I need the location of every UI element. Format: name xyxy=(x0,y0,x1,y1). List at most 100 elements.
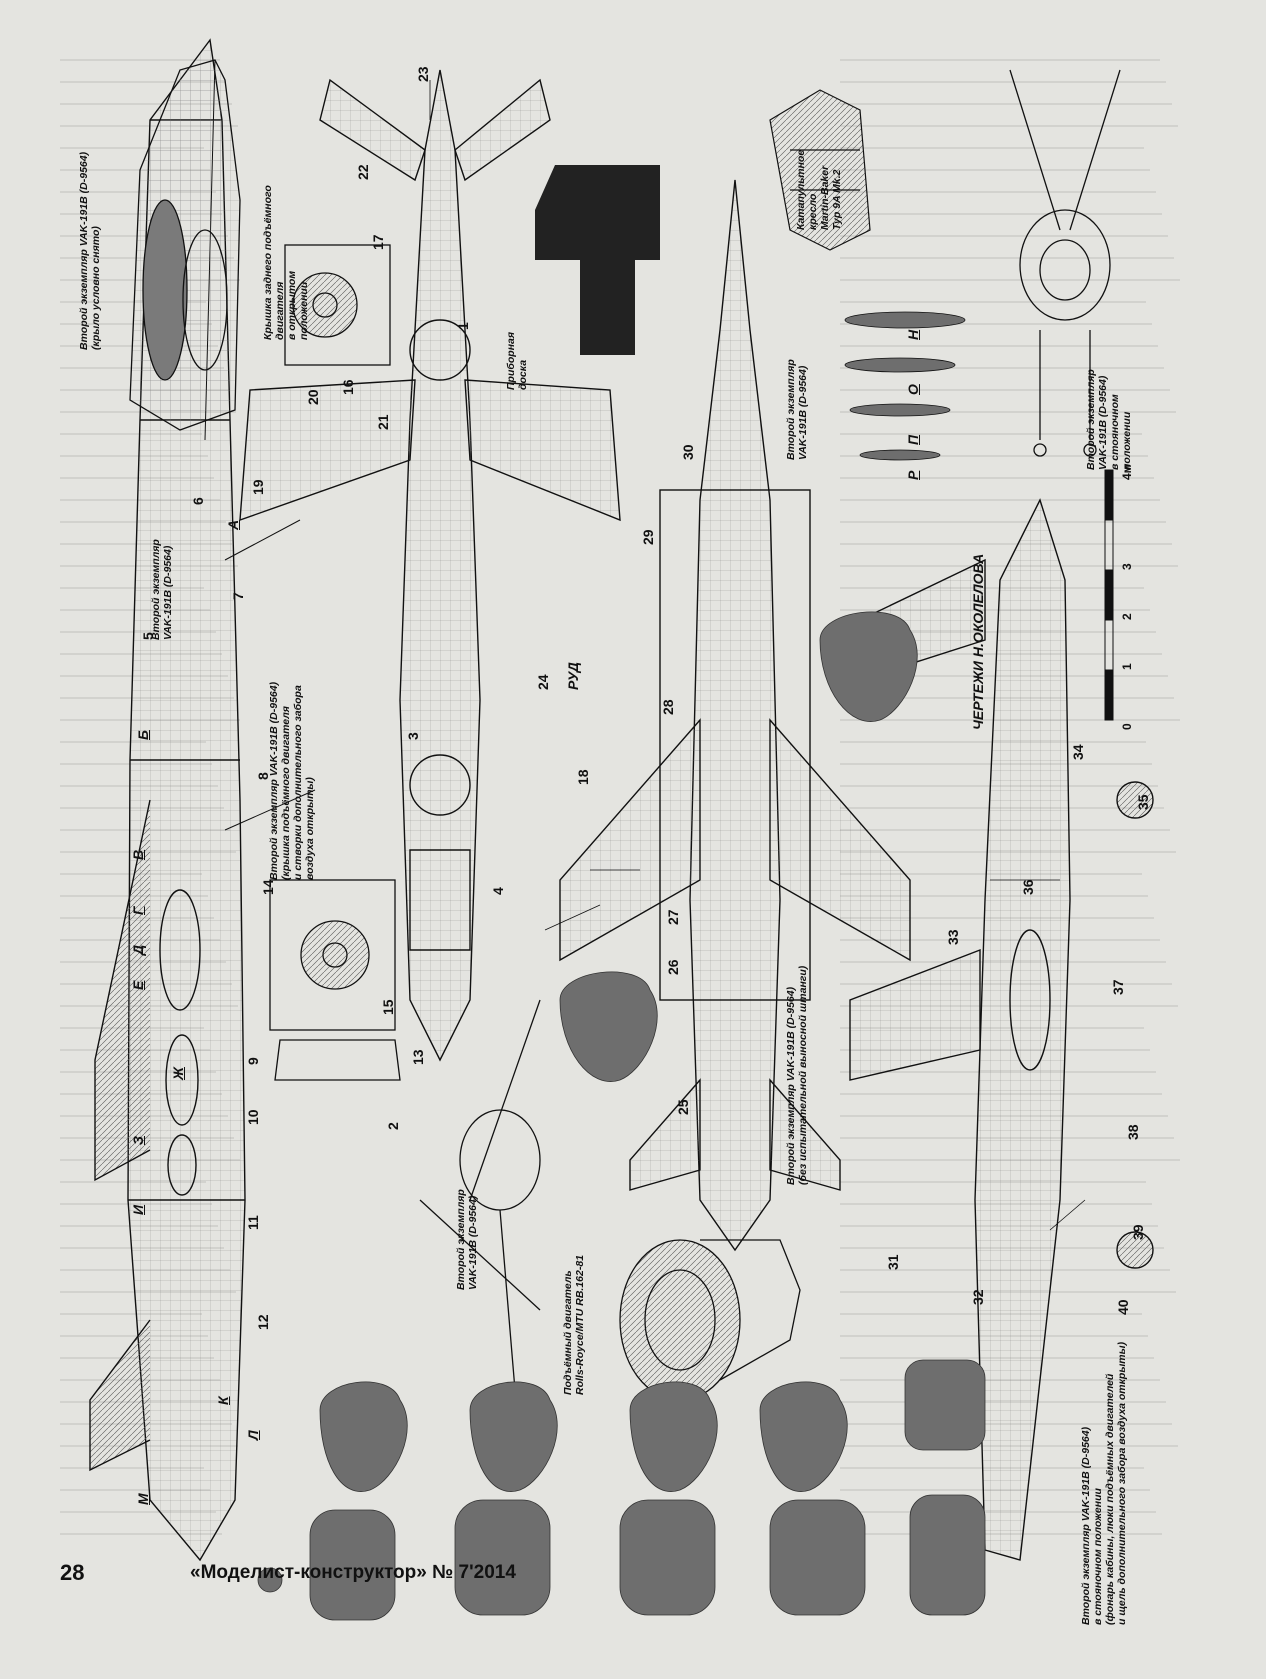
callout-number: 27 xyxy=(665,909,681,925)
page-number: 28 xyxy=(60,1560,85,1585)
caption-line: Приборная xyxy=(505,331,517,390)
callout-number: 32 xyxy=(970,1289,986,1305)
callout-number: 35 xyxy=(1135,794,1151,810)
caption-line: в стояночном xyxy=(1109,394,1121,470)
caption-line: положении xyxy=(298,281,310,340)
caption-line: Второй экземпляр VAK-191B (D-9564) xyxy=(785,986,797,1185)
caption-line: доска xyxy=(517,359,529,390)
callout-number: 3 xyxy=(405,732,421,740)
section-letter: П xyxy=(905,434,921,445)
front-view-parked xyxy=(1009,69,1121,457)
caption-rear-lift-cover: Крышка заднего подъёмного двигателя в от… xyxy=(262,185,310,340)
leader-lines xyxy=(429,80,1086,1231)
lift-engine-bay-view xyxy=(269,879,401,1081)
callout-number: 24 xyxy=(535,674,551,690)
caption-right-bottom: Второй экземпляр VAK-191B (D-9564) в сто… xyxy=(1080,1342,1128,1625)
callout-number: 17 xyxy=(370,234,386,250)
callout-number: 19 xyxy=(250,479,266,495)
caption-center-bottom: Второй экземпляр VAK-191B (D-9564) (без … xyxy=(785,966,809,1185)
callout-number: 7 xyxy=(230,592,246,600)
section-letter: К xyxy=(215,1396,231,1405)
section-letter: О xyxy=(905,384,921,395)
caption-line: Rolls-Royce/MTU RB.162-81 xyxy=(574,1254,586,1395)
magazine-title: «Моделист-конструктор» № 7'2014 xyxy=(190,1562,516,1583)
callout-number: 22 xyxy=(355,164,371,180)
callout-number: 29 xyxy=(640,529,656,545)
callout-number: 6 xyxy=(190,497,206,505)
lift-engine-render xyxy=(619,1239,801,1401)
callout-number: 34 xyxy=(1070,744,1086,760)
callout-number: 9 xyxy=(245,1057,261,1065)
caption-line: в стояночном положении xyxy=(1092,1488,1104,1625)
caption-lift-engine: Подъёмный двигатель Rolls-Royce/MTU RB.1… xyxy=(562,1255,586,1395)
caption-left-top: Второй экземпляр VAK-191B (D-9564) (крыл… xyxy=(78,152,102,350)
caption-line: Typ 9A Mk.2 xyxy=(831,169,843,231)
caption-line: воздуха открыты) xyxy=(304,777,316,880)
section-letter: В xyxy=(130,849,146,860)
airfoil-sections xyxy=(844,311,966,461)
callout-number: 8 xyxy=(255,772,271,780)
section-letter: А xyxy=(225,519,241,530)
callout-number: 31 xyxy=(885,1254,901,1270)
section-letter: Д xyxy=(130,944,146,955)
caption-left-second: Второй экземпляр VAK-191B (D-9564) xyxy=(150,539,174,640)
callout-number: 15 xyxy=(380,999,396,1015)
callout-number: 25 xyxy=(675,1099,691,1115)
cross-sections xyxy=(257,611,986,1621)
scale-tick-label: 2 xyxy=(1120,613,1134,620)
caption-line: Катапультное xyxy=(795,149,807,230)
callout-number: 18 xyxy=(575,769,591,785)
author-credit: ЧЕРТЕЖИ Н.ОКОЛЕЛОВА xyxy=(970,553,986,730)
callout-number: 11 xyxy=(245,1215,261,1230)
plan-view-center xyxy=(559,179,911,1252)
caption-line: Второй экземпляр xyxy=(455,1189,467,1290)
caption-line: VAK-191B (D-9564) xyxy=(1097,375,1109,470)
ejection-seat-sketch xyxy=(769,89,871,251)
scale-bar xyxy=(1104,469,1114,721)
caption-line: Martin-Baker xyxy=(819,165,831,230)
plan-view-top xyxy=(239,69,621,1062)
scale-tick-label: 3 xyxy=(1120,563,1134,570)
rear-lift-engine-cover xyxy=(284,244,391,366)
caption-top-center: Второй экземпляр VAK-191B (D-9564) xyxy=(785,359,809,460)
section-letter: Р xyxy=(905,470,921,480)
callout-number: 10 xyxy=(245,1109,261,1125)
caption-line: VAK-191B (D-9564) xyxy=(467,1195,479,1290)
caption-line: и створки дополнительного забора xyxy=(292,685,304,880)
callout-number: 40 xyxy=(1115,1299,1131,1315)
callout-number: 14 xyxy=(260,879,276,895)
callout-number: 20 xyxy=(305,389,321,405)
callout-number: 28 xyxy=(660,699,676,715)
callout-number: 21 xyxy=(375,414,391,430)
caption-line: в открытом xyxy=(286,270,298,340)
callout-number: 33 xyxy=(945,929,961,945)
caption-line: Крышка заднего подъёмного xyxy=(262,185,274,340)
caption-instrument-panel: Приборная доска xyxy=(505,332,529,390)
caption-line: и щель дополнительного забора воздуха от… xyxy=(1116,1341,1128,1625)
caption-line: двигателя xyxy=(274,281,286,340)
section-letter: Л xyxy=(245,1430,261,1440)
caption-line: (без испытательной выносной штанги) xyxy=(797,965,809,1185)
caption-line: Второй экземпляр xyxy=(150,539,162,640)
caption-line: Второй экземпляр VAK-191B (D-9564) xyxy=(268,681,280,880)
callout-number: 30 xyxy=(680,444,696,460)
callout-number: 4 xyxy=(490,887,506,895)
caption-line: положении xyxy=(1121,411,1133,470)
callout-number: 39 xyxy=(1130,1224,1146,1240)
callout-number: 37 xyxy=(1110,979,1126,995)
scale-tick-label: 1 xyxy=(1120,663,1134,670)
side-view-right xyxy=(849,498,1154,1561)
section-letter: Ж xyxy=(170,1067,186,1080)
caption-line: (крыло условно снято) xyxy=(90,226,102,350)
caption-line: Второй экземпляр xyxy=(785,359,797,460)
callout-number: 38 xyxy=(1125,1124,1141,1140)
section-letter: З xyxy=(130,1136,146,1145)
section-letter: Е xyxy=(130,980,146,990)
caption-line: Подъёмный двигатель xyxy=(562,1270,574,1395)
caption-ejection-seat: Катапультное кресло Martin-Baker Typ 9A … xyxy=(795,150,843,230)
front-view-second xyxy=(419,999,541,1401)
section-letter: И xyxy=(130,1204,146,1215)
callout-number: 5 xyxy=(140,632,156,640)
